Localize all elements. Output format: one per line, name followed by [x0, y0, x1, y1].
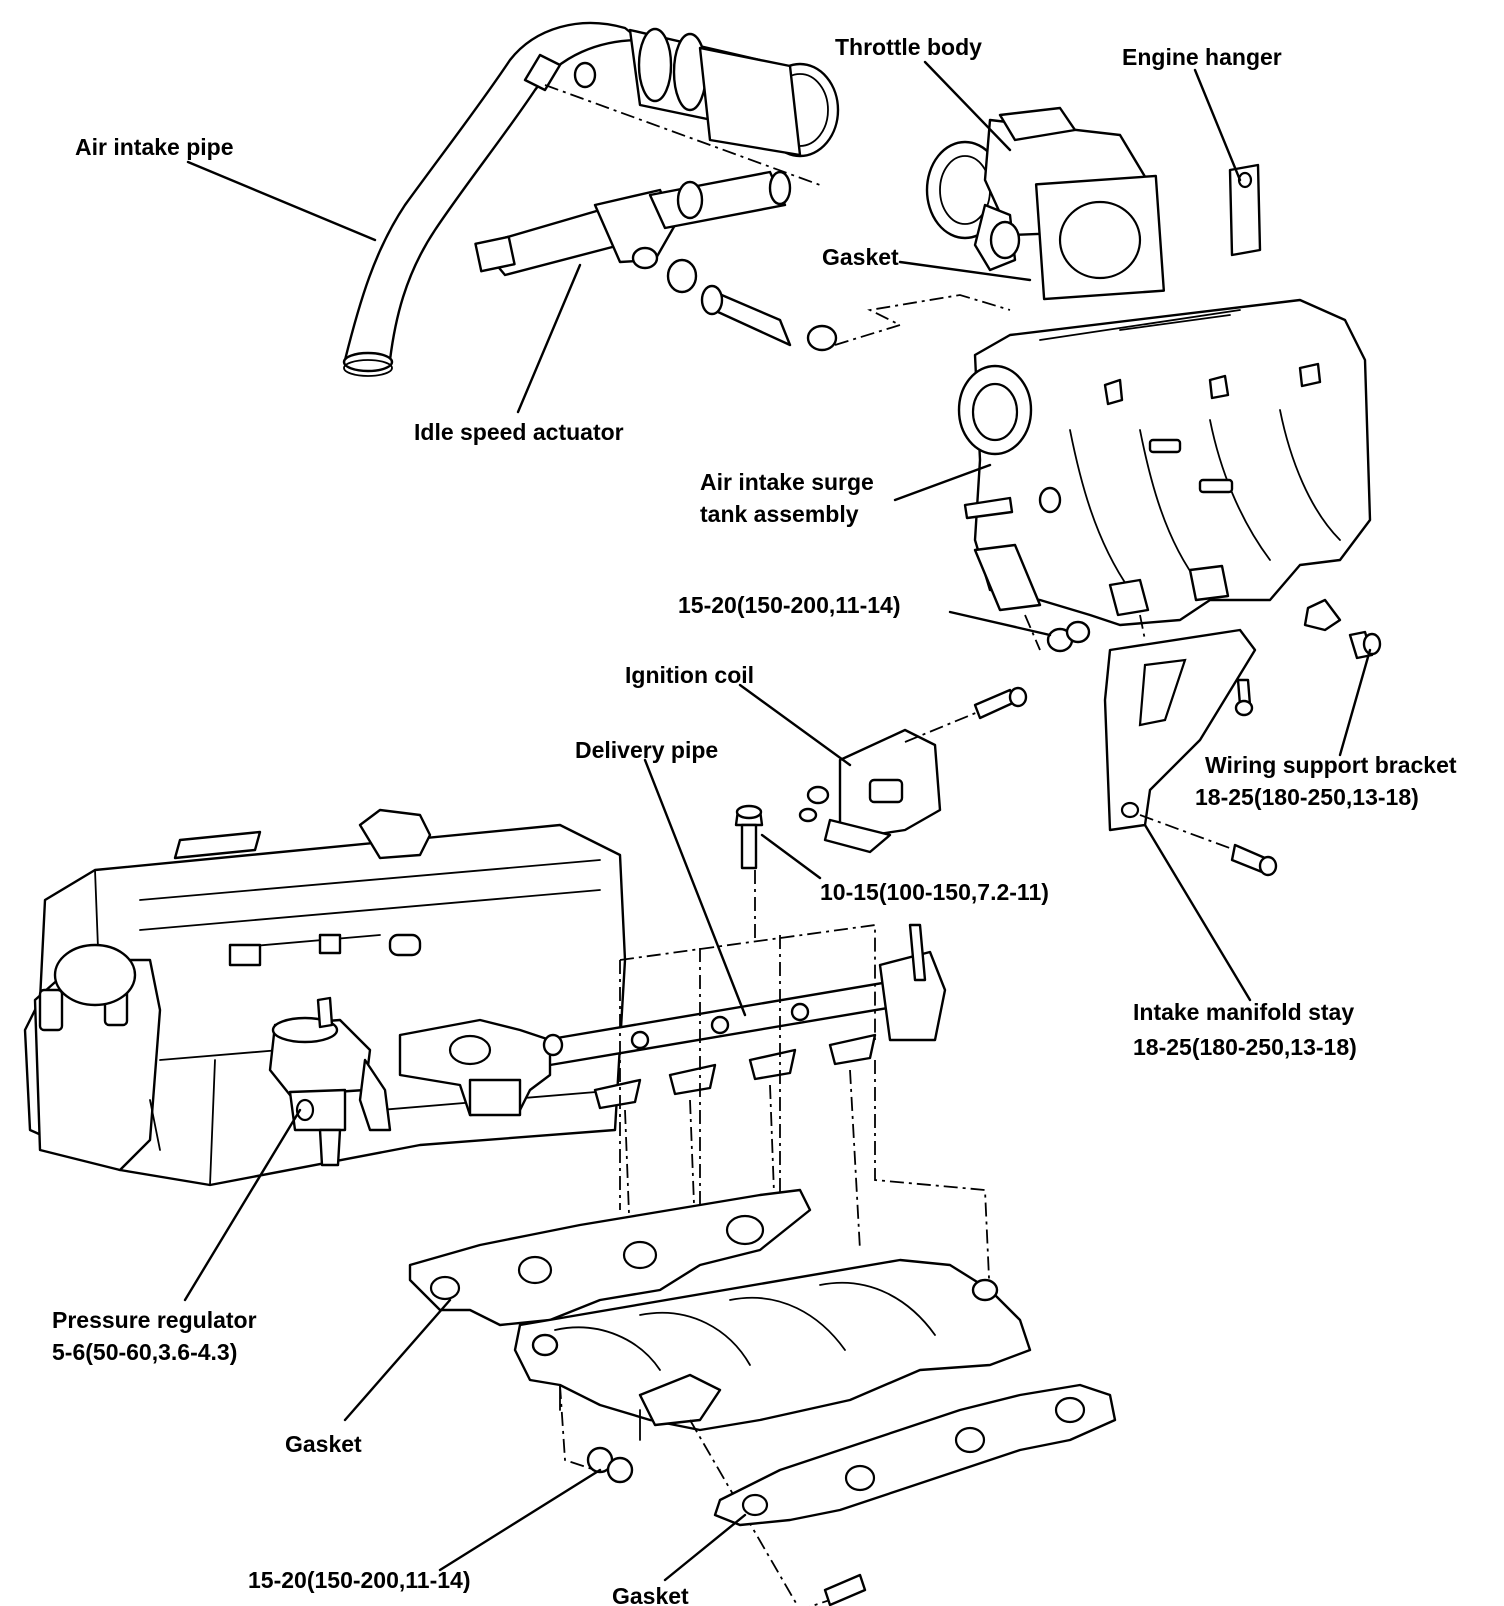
label-engine-hanger: Engine hanger: [1122, 44, 1282, 70]
dash-pipe-to-actuator: [544, 84, 821, 186]
label-manifold-nut-torque: 15-20(150-200,11-14): [248, 1567, 471, 1593]
label-pressure-regulator-torque: 5-6(50-60,3.6-4.3): [52, 1339, 237, 1365]
ignition-coil-bolt-drawing: [973, 686, 1028, 720]
label-delivery-bolt-torque: 10-15(100-150,7.2-11): [820, 879, 1049, 905]
upper-gasket-drawing: [408, 1188, 812, 1327]
dash-coil-bolt: [904, 711, 979, 743]
lower-gasket-drawing: [713, 1383, 1117, 1527]
leader-manifold-nut: [438, 1468, 602, 1572]
dash-stay-bolt: [1139, 814, 1236, 851]
engine-hanger-drawing: [1228, 163, 1262, 257]
surge-tank-nut-drawing: [1046, 620, 1091, 653]
delivery-pipe-bolt-drawing: [734, 804, 764, 870]
leader-delivery-pipe: [643, 758, 747, 1017]
leader-idle-speed-actuator: [516, 263, 582, 414]
dash-actuator-to-surge-tank: [834, 294, 1011, 346]
dash-rail-v4: [874, 1060, 991, 1301]
label-pressure-regulator: Pressure regulator: [52, 1307, 257, 1333]
label-air-intake-pipe: Air intake pipe: [75, 134, 233, 160]
label-manifold-stay-torque: 18-25(180-250,13-18): [1133, 1034, 1357, 1060]
dash-nut-to-surge: [1024, 614, 1041, 651]
manifold-nut-drawing: [586, 1446, 634, 1484]
label-ignition-coil: Ignition coil: [625, 662, 754, 688]
leader-engine-hanger: [1193, 68, 1242, 182]
label-gasket-throttle: Gasket: [822, 244, 899, 270]
leader-gasket-throttle: [898, 260, 1032, 282]
dash-manifold-nut: [559, 1384, 596, 1471]
ignition-coil-drawing: [798, 728, 942, 854]
dash-rail-top-1: [619, 923, 876, 1040]
intake-manifold-stay-drawing: [1103, 628, 1257, 832]
label-wiring-support-bracket: Wiring support bracket: [1205, 752, 1457, 778]
label-delivery-pipe: Delivery pipe: [575, 737, 718, 763]
air-intake-pipe-drawing: [342, 21, 840, 377]
label-surge-tank-line1: Air intake surge: [700, 469, 874, 495]
leader-manifold-stay: [1143, 823, 1252, 1002]
surge-tank-drawing: [957, 298, 1372, 627]
leader-surge-tank: [893, 463, 992, 502]
leader-air-intake-pipe: [186, 160, 377, 242]
wiring-support-bracket-drawing: [1303, 598, 1382, 660]
throttle-body-drawing: [925, 106, 1166, 301]
delivery-pipe-drawing: [398, 923, 947, 1117]
label-idle-speed-actuator: Idle speed actuator: [414, 419, 624, 445]
leader-gasket-bottom: [663, 1513, 747, 1582]
label-surge-nut-torque: 15-20(150-200,11-14): [678, 592, 901, 618]
label-surge-tank-line2: tank assembly: [700, 501, 859, 527]
label-intake-manifold-stay: Intake manifold stay: [1133, 999, 1354, 1025]
leader-wiring-bracket: [1338, 648, 1372, 757]
stay-stud-drawing: [1234, 678, 1254, 717]
intake-manifold-drawing: [513, 1258, 1032, 1441]
label-gasket-bottom: Gasket: [612, 1583, 689, 1606]
stay-bolt-drawing: [1230, 843, 1278, 877]
label-wiring-bracket-torque: 18-25(180-250,13-18): [1195, 784, 1419, 810]
leader-gasket-lower-left: [343, 1298, 452, 1422]
leader-throttle-body: [923, 60, 1012, 152]
label-throttle-body: Throttle body: [835, 34, 982, 60]
pressure-regulator-drawing: [268, 996, 392, 1167]
idle-speed-actuator-drawing: [474, 170, 838, 352]
label-gasket-lower-left: Gasket: [285, 1431, 362, 1457]
leader-surge-nut: [948, 610, 1052, 637]
manifold-stud-drawing: [823, 1573, 867, 1606]
dash-rail-v8: [849, 1069, 861, 1251]
leader-pressure-regulator: [183, 1108, 302, 1302]
leader-delivery-bolt: [760, 833, 822, 880]
dash-stay-to-tank: [1139, 614, 1146, 641]
leader-ignition-coil: [738, 683, 852, 767]
